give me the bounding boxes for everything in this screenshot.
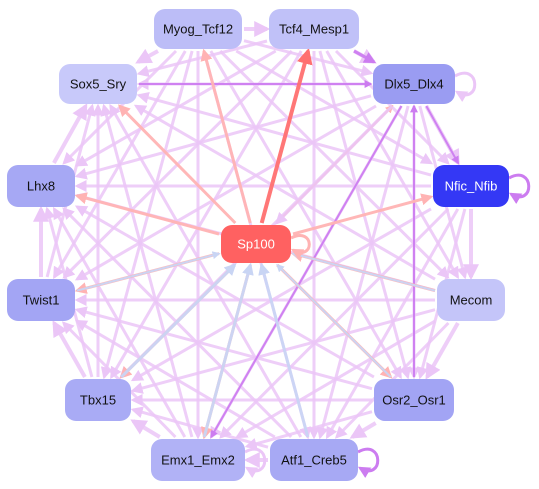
edge-osr2-to-sp100: [276, 263, 392, 378]
node-lhx8[interactable]: Lhx8: [7, 165, 75, 207]
edge-emx1-to-sp100: [202, 262, 254, 438]
node-box-lhx8: [7, 165, 75, 207]
edge-mecom-to-sox5: [133, 104, 436, 281]
node-box-nfic: [433, 165, 509, 207]
node-nfic[interactable]: Nfic_Nfib: [433, 165, 509, 207]
edge-emx1-to-lhx8: [52, 206, 187, 438]
node-box-myog: [154, 9, 242, 49]
edge-osr2-to-lhx8: [74, 205, 375, 379]
edge-osr2-to-atf1: [349, 421, 377, 439]
node-box-emx1: [151, 439, 245, 481]
edge-atf1-to-sox5: [109, 103, 303, 438]
node-atf1[interactable]: Atf1_Creb5: [270, 439, 358, 481]
edge-tcf4-to-tbx15: [110, 50, 303, 380]
node-dlx5[interactable]: Dlx5_Dlx4: [373, 64, 455, 104]
edge-mecom-to-osr2: [425, 322, 460, 380]
node-osr2[interactable]: Osr2_Osr1: [374, 379, 454, 421]
node-emx1[interactable]: Emx1_Emx2: [151, 439, 245, 481]
edge-tcf4-to-dlx5: [353, 49, 377, 64]
node-box-osr2: [374, 379, 454, 421]
edge-osr2-to-twist1: [74, 306, 373, 391]
edge-lhx8-to-sox5: [52, 103, 88, 164]
edge-dlx5-to-sp100: [275, 104, 394, 225]
node-tcf4[interactable]: Tcf4_Mesp1: [269, 9, 359, 49]
edge-myog-to-osr2: [209, 50, 402, 380]
edges-layer: [33, 21, 531, 479]
node-box-tcf4: [269, 9, 359, 49]
self-loop-emx1: [244, 447, 267, 479]
self-loop-dlx5: [454, 71, 477, 103]
node-box-tbx15: [65, 379, 131, 421]
edge-sp100-to-tcf4: [259, 47, 313, 224]
node-box-dlx5: [373, 64, 455, 104]
edge-sp100-to-myog: [200, 48, 252, 224]
edge-dlx5-to-nfic: [425, 105, 459, 165]
edge-myog-to-sox5: [135, 48, 159, 64]
edge-dlx5-to-emx1: [210, 105, 403, 439]
edge-tbx15-to-twist1: [52, 320, 87, 378]
edge-sp100-to-sox5: [118, 104, 237, 225]
edge-nfic-to-tbx15: [130, 207, 432, 382]
edge-dlx5-to-lhx8: [74, 94, 372, 180]
edge-osr2-to-emx1: [244, 410, 373, 450]
node-sox5[interactable]: Sox5_Sry: [59, 64, 137, 104]
node-twist1[interactable]: Twist1: [7, 279, 75, 321]
self-loop-nfic: [508, 173, 531, 205]
edge-tcf4-to-lhx8: [74, 49, 277, 167]
edge-dlx5-to-twist1: [74, 104, 377, 281]
node-sp100[interactable]: Sp100: [221, 225, 291, 263]
edge-sp100-to-lhx8: [74, 192, 220, 236]
node-box-mecom: [437, 279, 505, 321]
node-mecom[interactable]: Mecom: [437, 279, 505, 321]
edge-tbx15-to-sp100: [120, 263, 237, 379]
node-box-atf1: [270, 439, 358, 481]
node-box-sox5: [59, 64, 137, 104]
edge-emx1-to-tbx15: [130, 419, 161, 439]
node-tbx15[interactable]: Tbx15: [65, 379, 131, 421]
edge-atf1-to-sp100: [258, 262, 310, 438]
edge-twist1-to-sp100: [76, 251, 221, 292]
self-loop-atf1: [357, 447, 380, 479]
edge-mecom-to-sp100: [291, 251, 436, 292]
node-box-twist1: [7, 279, 75, 321]
self-loop-sp100: [290, 234, 311, 260]
node-box-sp100: [221, 225, 291, 263]
edge-sp100-to-nfic: [292, 193, 434, 236]
node-myog[interactable]: Myog_Tcf12: [154, 9, 242, 49]
